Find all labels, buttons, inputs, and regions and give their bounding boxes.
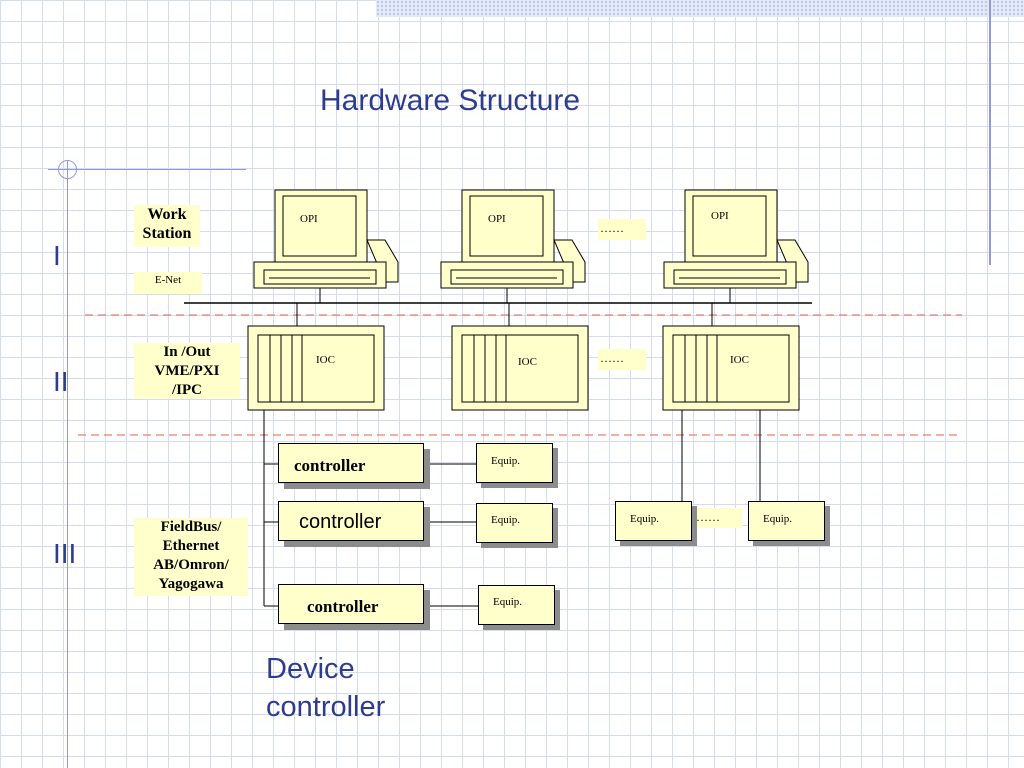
workstation-label: Work Station <box>134 205 200 247</box>
ioc-ellipsis: …… <box>598 349 646 370</box>
left-decorative-line <box>67 160 68 768</box>
ioc-1-box <box>247 325 385 411</box>
workstation-label-line-2: Station <box>142 225 192 242</box>
opi-3-label: OPI <box>711 210 729 222</box>
controller-box-1: controller <box>278 443 424 483</box>
opi-2-label: OPI <box>488 213 506 225</box>
ioc-2-box <box>451 325 589 411</box>
equip-5-label: Equip. <box>763 513 793 525</box>
enet-label: E-Net <box>134 272 202 294</box>
decorative-ring <box>58 160 77 179</box>
controller-box-3: controller <box>278 584 424 624</box>
workstation-ellipsis: …… <box>598 219 646 240</box>
workstation-label-line-1: Work <box>147 206 187 223</box>
inout-label-line-1: In /Out <box>163 344 211 360</box>
equip-box-4: Equip. <box>615 501 692 541</box>
ioc-2-label: IOC <box>518 356 537 368</box>
equip-3-label: Equip. <box>493 596 523 608</box>
equip-2-label: Equip. <box>491 514 521 526</box>
fieldbus-label-line-4: Yagogawa <box>158 576 224 592</box>
workstation-2-icon <box>440 189 586 289</box>
left-decorative-rule <box>48 169 246 170</box>
level-3-label: III <box>53 538 77 569</box>
right-decorative-line <box>989 0 991 265</box>
equip-box-3: Equip. <box>478 585 555 625</box>
inout-label: In /Out VME/PXI /IPC <box>134 343 240 399</box>
equip-box-2: Equip. <box>476 503 553 543</box>
workstation-1-icon <box>253 189 399 289</box>
controller-box-2: controller <box>278 501 424 541</box>
ioc-3-label: IOC <box>730 354 749 366</box>
controller-3-label: controller <box>307 597 379 616</box>
equip-box-1: Equip. <box>476 443 553 483</box>
fieldbus-label-line-3: AB/Omron/ <box>153 557 229 573</box>
level-1-label: I <box>53 240 61 271</box>
equip-1-label: Equip. <box>491 455 521 467</box>
top-decorative-band <box>376 0 1024 17</box>
fieldbus-label-line-2: Ethernet <box>162 538 220 554</box>
controller-2-label: controller <box>299 511 382 533</box>
inout-label-line-2: VME/PXI <box>154 363 220 379</box>
opi-1-label: OPI <box>300 213 318 225</box>
slide-title: Hardware Structure <box>320 84 581 117</box>
device-controller-label: Device controller <box>266 653 386 723</box>
fieldbus-label-line-1: FieldBus/ <box>160 519 222 535</box>
inout-label-line-3: /IPC <box>172 382 202 398</box>
ioc-3-box <box>662 325 800 411</box>
level-2-label: II <box>53 366 69 397</box>
controller-1-label: controller <box>294 456 366 475</box>
ioc-1-label: IOC <box>316 354 335 366</box>
equip-4-label: Equip. <box>630 513 660 525</box>
workstation-3-icon <box>663 189 809 289</box>
equip-ellipsis: …… <box>694 508 742 528</box>
equip-box-5: Equip. <box>748 501 825 541</box>
fieldbus-label: FieldBus/ Ethernet AB/Omron/ Yagogawa <box>134 518 248 596</box>
